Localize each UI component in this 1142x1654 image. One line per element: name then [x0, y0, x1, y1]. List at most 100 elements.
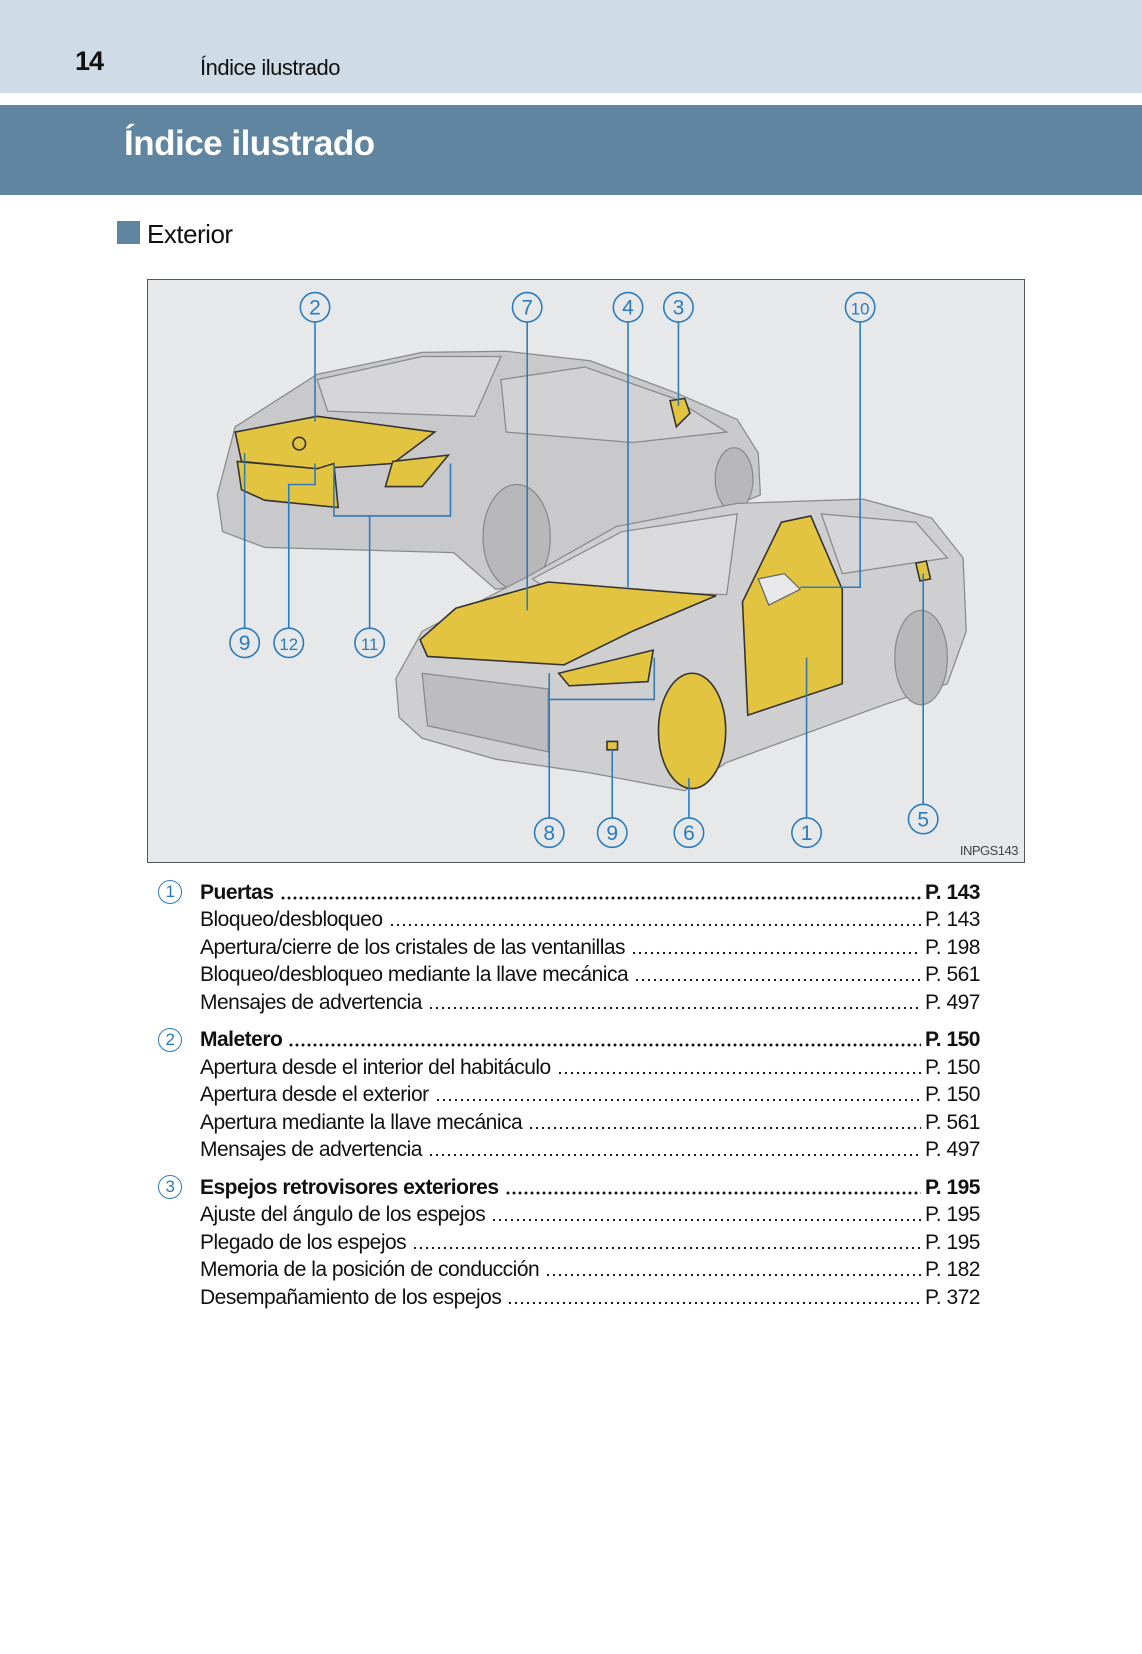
item-label: Apertura/cierre de los cristales de las …	[200, 935, 626, 959]
callout-circle	[299, 291, 331, 323]
page-ref: P. 182	[924, 1258, 981, 1282]
section-marker-icon	[117, 221, 140, 244]
index-item[interactable]: Ajuste del ángulo de los espejos P. 195	[156, 1202, 981, 1230]
callout-number: 11	[361, 635, 378, 654]
dot-leader	[288, 1043, 921, 1048]
dot-leader	[504, 1190, 921, 1195]
index-heading[interactable]: 2 Maletero P. 150	[156, 1027, 981, 1055]
callout-number: 1	[801, 822, 813, 845]
callout-number: 9	[606, 822, 618, 845]
index-group-maletero: 2 Maletero P. 150 Apertura desde el interi…	[156, 1027, 981, 1165]
index-item[interactable]: Desempañamiento de los espejos P. 372	[156, 1284, 981, 1312]
index-item[interactable]: Mensajes de advertencia P. 497	[156, 989, 981, 1017]
item-label: Plegado de los espejos	[200, 1230, 407, 1254]
dot-leader	[427, 1153, 921, 1158]
dot-leader	[507, 1300, 921, 1305]
dot-leader	[634, 978, 921, 983]
callout-circle	[273, 627, 305, 659]
page-ref: P. 143	[924, 880, 981, 904]
page-ref: P. 497	[924, 990, 981, 1014]
page-ref: P. 195	[924, 1230, 981, 1254]
heading-label: Puertas	[200, 880, 274, 904]
index-heading[interactable]: 1 Puertas P. 143	[156, 879, 981, 907]
title-band	[0, 105, 1142, 195]
callout-circle	[533, 817, 565, 849]
dot-leader	[388, 923, 921, 928]
callout-number: 9	[239, 632, 251, 655]
number-badge: 1	[158, 880, 182, 904]
section-heading: Exterior	[147, 219, 233, 249]
index-item[interactable]: Bloqueo/desbloqueo mediante la llave mec…	[156, 962, 981, 990]
dot-leader	[412, 1245, 921, 1250]
dot-leader	[631, 950, 921, 955]
dot-leader	[279, 895, 921, 900]
page-title: Índice ilustrado	[124, 124, 375, 163]
dot-leader	[491, 1218, 921, 1223]
item-label: Apertura desde el exterior	[200, 1083, 429, 1107]
item-label: Mensajes de advertencia	[200, 990, 422, 1014]
callout-number: 4	[622, 297, 634, 320]
heading-label: Maletero	[200, 1028, 283, 1052]
dot-leader	[427, 1005, 921, 1010]
figure-code: INPGS143	[959, 843, 1019, 858]
callout-number: 2	[309, 297, 321, 320]
page-ref: P. 195	[924, 1175, 981, 1199]
callout-circle	[354, 627, 386, 659]
callout-circle	[229, 627, 261, 659]
item-label: Apertura mediante la llave mecánica	[200, 1110, 523, 1134]
dot-leader	[545, 1273, 921, 1278]
index-item[interactable]: Bloqueo/desbloqueo P. 143	[156, 907, 981, 935]
index-item[interactable]: Apertura/cierre de los cristales de las …	[156, 934, 981, 962]
callout-circle	[791, 817, 823, 849]
page-ref: P. 198	[924, 935, 981, 959]
side-mirror	[757, 572, 802, 606]
item-label: Bloqueo/desbloqueo	[200, 908, 383, 932]
index-item[interactable]: Apertura desde el exterior P. 150	[156, 1082, 981, 1110]
callout-leader-lines	[243, 321, 924, 818]
page-ref: P. 150	[924, 1055, 981, 1079]
trunk-highlight	[234, 397, 691, 509]
callout-circle	[662, 291, 694, 323]
front-highlights	[419, 515, 932, 790]
item-label: Mensajes de advertencia	[200, 1138, 422, 1162]
page-ref: P. 150	[924, 1083, 981, 1107]
dot-leader	[528, 1125, 921, 1130]
callout-circle	[511, 291, 543, 323]
page-ref: P. 497	[924, 1138, 981, 1162]
page-ref: P. 195	[924, 1203, 981, 1227]
callout-circle	[596, 817, 628, 849]
callout-circle	[844, 291, 876, 323]
index-item[interactable]: Apertura desde el interior del habitácul…	[156, 1054, 981, 1082]
callout-number: 10	[851, 300, 870, 319]
page-number: 14	[75, 46, 104, 76]
callout-circle	[673, 817, 705, 849]
dot-leader	[434, 1098, 921, 1103]
page-ref: P. 143	[924, 908, 981, 932]
callout-circle	[907, 803, 939, 835]
item-label: Desempañamiento de los espejos	[200, 1285, 502, 1309]
index-item[interactable]: Memoria de la posición de conducción P. 1…	[156, 1257, 981, 1285]
callout-number: 8	[543, 822, 555, 845]
item-label: Ajuste del ángulo de los espejos	[200, 1203, 486, 1227]
dot-leader	[556, 1070, 921, 1075]
page-ref: P. 150	[924, 1028, 981, 1052]
index-item[interactable]: Mensajes de advertencia P. 497	[156, 1137, 981, 1165]
index-item[interactable]: Plegado de los espejos P. 195	[156, 1229, 981, 1257]
page-ref: P. 372	[924, 1285, 981, 1309]
callout-number: 12	[279, 635, 298, 654]
item-label: Memoria de la posición de conducción	[200, 1258, 540, 1282]
number-badge: 2	[158, 1027, 182, 1052]
item-label: Bloqueo/desbloqueo mediante la llave mec…	[200, 963, 629, 987]
running-header	[0, 0, 1142, 93]
callout-number: 5	[917, 808, 929, 831]
callout-circle	[612, 291, 644, 323]
page-ref: P. 561	[924, 963, 981, 987]
